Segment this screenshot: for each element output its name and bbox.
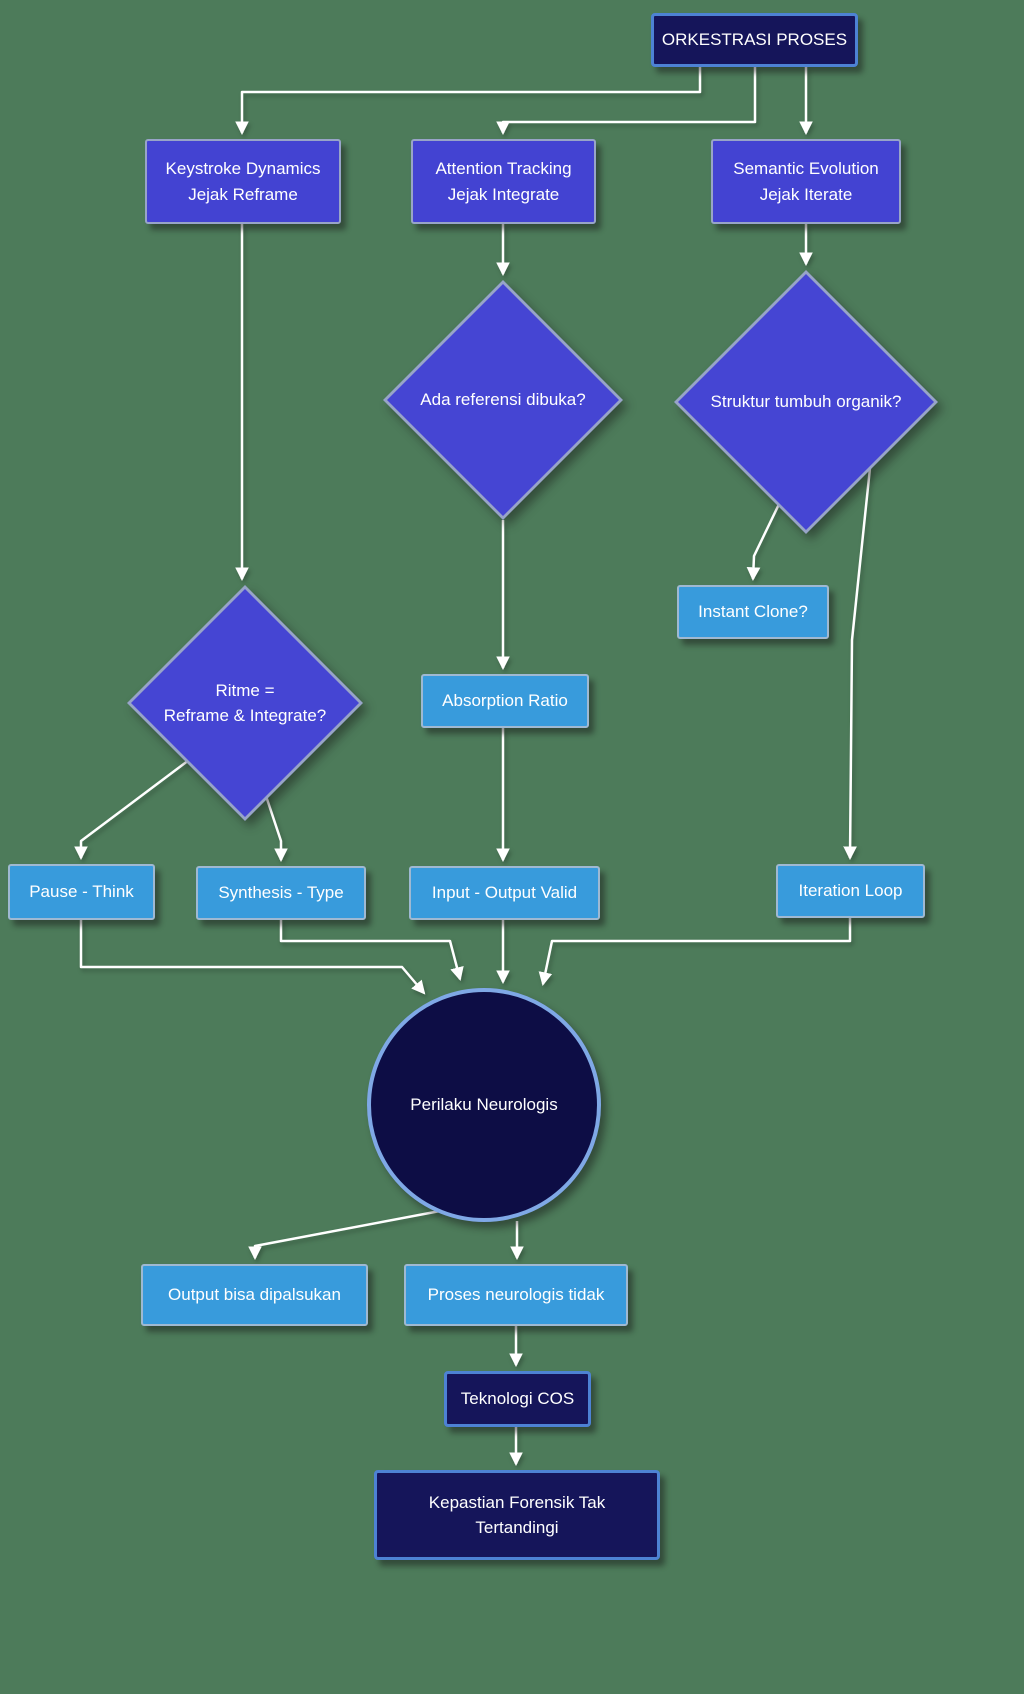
- edge-orchestration-to-attention: [496, 67, 757, 136]
- node-label: Ritme = Reframe & Integrate?: [163, 680, 327, 726]
- node-label: Perilaku Neurologis: [410, 1095, 558, 1115]
- node-label: Input - Output Valid: [431, 883, 578, 903]
- node-label: Ada referensi dibuka?: [420, 390, 586, 410]
- node-label: Struktur tumbuh organik?: [710, 392, 902, 412]
- edge-iteration_loop-to-perilaku: [538, 918, 852, 987]
- decision-ritme: Ritme = Reframe & Integrate?: [127, 585, 363, 821]
- node-label: Output bisa dipalsukan: [168, 1285, 341, 1305]
- node-label: Kepastian Forensik Tak Tertandingi: [428, 1492, 606, 1538]
- node-label: Pause - Think: [29, 882, 134, 902]
- node-label: Keystroke Dynamics Jejak Reframe: [165, 159, 321, 204]
- node-proses-neurologis-tidak: Proses neurologis tidak: [404, 1264, 628, 1326]
- decision-struktur-organik: Struktur tumbuh organik?: [674, 270, 938, 534]
- node-synthesis-type: Synthesis - Type: [196, 866, 366, 920]
- node-instant-clone: Instant Clone?: [677, 585, 829, 639]
- node-perilaku-neurologis: Perilaku Neurologis: [367, 988, 601, 1222]
- node-input-output-valid: Input - Output Valid: [409, 866, 600, 920]
- node-label: Absorption Ratio: [442, 691, 568, 711]
- edge-orchestration-to-keystroke: [235, 67, 702, 136]
- edge-synthesis_type-to-perilaku: [279, 920, 464, 981]
- node-attention-tracking: Attention Tracking Jejak Integrate: [411, 139, 596, 224]
- node-label: Instant Clone?: [698, 602, 808, 622]
- node-pause-think: Pause - Think: [8, 864, 155, 920]
- node-absorption-ratio: Absorption Ratio: [421, 674, 589, 728]
- node-kepastian-forensik: Kepastian Forensik Tak Tertandingi: [374, 1470, 660, 1560]
- node-label: Semantic Evolution Jejak Iterate: [733, 159, 879, 204]
- node-iteration-loop: Iteration Loop: [776, 864, 925, 918]
- node-keystroke-dynamics: Keystroke Dynamics Jejak Reframe: [145, 139, 341, 224]
- node-label: Synthesis - Type: [218, 883, 344, 903]
- node-orkestrasi-proses: ORKESTRASI PROSES: [651, 13, 858, 67]
- node-label: ORKESTRASI PROSES: [661, 30, 848, 50]
- node-label: Attention Tracking Jejak Integrate: [435, 159, 572, 204]
- node-teknologi-cos: Teknologi COS: [444, 1371, 591, 1427]
- edge-pause_think-to-perilaku: [79, 920, 426, 995]
- node-label: Proses neurologis tidak: [427, 1285, 605, 1305]
- node-label: Teknologi COS: [460, 1389, 575, 1409]
- node-semantic-evolution: Semantic Evolution Jejak Iterate: [711, 139, 901, 224]
- edge-perilaku-to-output_palsu: [248, 1209, 441, 1261]
- node-output-bisa-dipalsukan: Output bisa dipalsukan: [141, 1264, 368, 1326]
- decision-ada-referensi: Ada referensi dibuka?: [383, 280, 623, 520]
- node-label: Iteration Loop: [798, 881, 903, 901]
